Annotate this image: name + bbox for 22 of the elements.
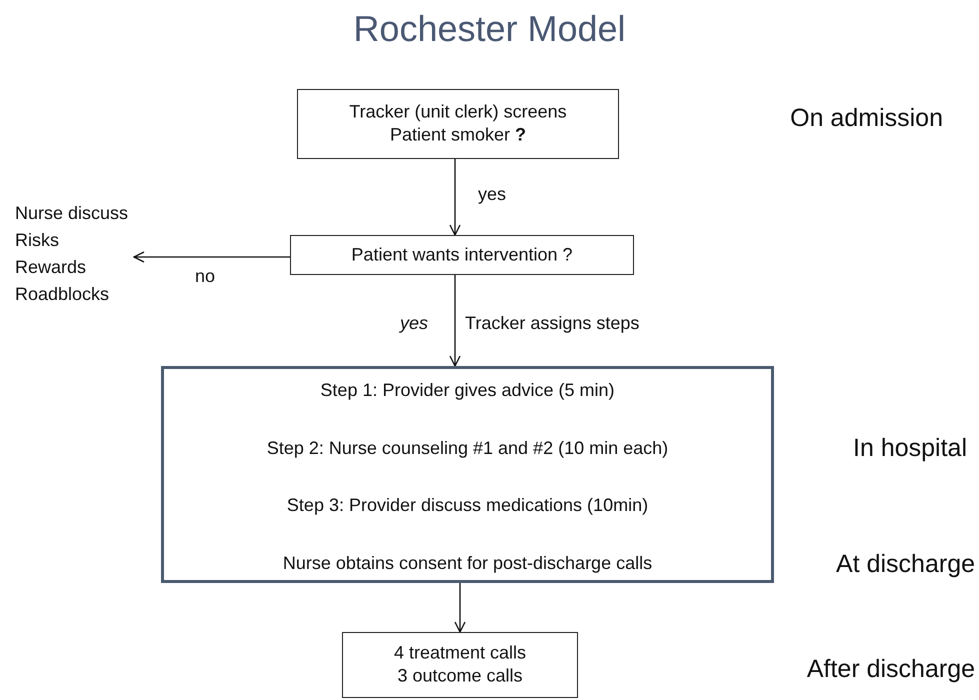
box-text: 4 treatment calls 3 outcome calls — [392, 642, 528, 688]
arrow — [454, 583, 466, 633]
step-text: Nurse obtains consent for post-discharge calls — [282, 552, 654, 575]
phase-label: On admission — [790, 103, 943, 134]
phase-label: In hospital — [853, 433, 967, 464]
arrow — [449, 159, 461, 236]
step-panel — [161, 366, 774, 583]
process-box — [290, 235, 634, 275]
branch-label: yes — [400, 312, 428, 335]
process-box — [297, 89, 619, 159]
diagram-title: Rochester Model — [352, 8, 627, 50]
arrow — [449, 275, 461, 367]
box-text: Patient wants intervention ? — [350, 243, 574, 266]
phase-label: After discharge — [806, 654, 975, 685]
process-box — [342, 632, 578, 698]
step-text: Step 2: Nurse counseling #1 and #2 (10 min each) — [266, 437, 670, 460]
step-text: Step 3: Provider discuss medications (10min) — [286, 494, 650, 517]
arrow — [133, 251, 290, 263]
phase-label: At discharge — [836, 549, 975, 580]
box-text: Tracker (unit clerk) screens Patient smoker ? — [348, 100, 568, 147]
note-text: Nurse discuss Risks Rewards Roadblocks — [15, 202, 130, 306]
step-text: Step 1: Provider gives advice (5 min) — [319, 379, 616, 402]
